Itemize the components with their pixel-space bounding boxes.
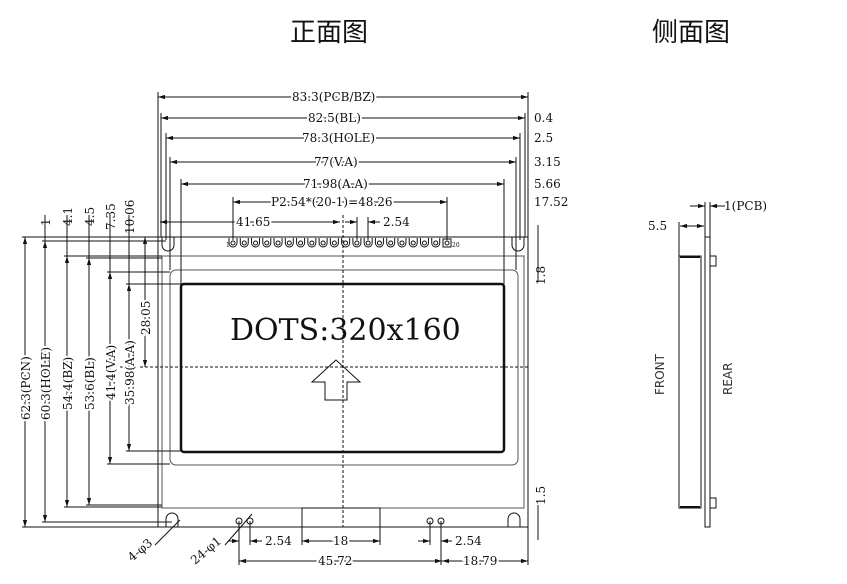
dim-offset: 41.65 [236,215,270,229]
pin-pad [228,238,238,248]
pin-pad [374,238,384,248]
dim-bz: 54.4(BZ) [61,357,75,410]
pin-pad [341,238,351,248]
dim-bl: 82.5(BL) [308,111,361,125]
front-label: FRONT [653,353,667,395]
front-view-title: 正面图 [290,18,369,48]
pin-pad [419,238,429,248]
pin-hole [230,240,236,246]
dim-offset-4-1: 4.1 [61,207,75,226]
dim-offset-10-06: 10.06 [123,200,137,234]
pin-pad [273,238,283,248]
pin-pad [262,238,272,248]
pin-pad [329,238,339,248]
pin-hole [298,240,304,246]
top-dimensions: 83.3(PCB/BZ) 82.5(BL) 78.3(HOLE) 77(V.A)… [157,88,568,540]
pin-hole [376,240,382,246]
dim-pin-holes: 24-φ1 [188,534,224,567]
dim-bl-v: 53.6(BL) [83,357,97,410]
mount-hole-icon [161,237,175,252]
side-view: 5.5 1(PCB) FRONT REAR [648,199,767,528]
pin-hole [444,240,450,246]
dim-right-0-4: 0.4 [534,111,553,125]
mount-hole-icon [507,512,521,527]
pin-hole [253,240,259,246]
connector-cutout [301,507,381,527]
pin-pad [296,238,306,248]
dim-center: 28.05 [139,301,153,335]
dim-hole: 78.3(HOLE) [302,131,375,145]
pin-pad [442,238,452,248]
dim-top-edge: 1.8 [534,266,548,285]
pin-hole [331,240,337,246]
mount-hole-icon [165,512,179,527]
bottom-dimensions: 4-φ3 24-φ1 2.54 18 45.72 2.54 18.79 [125,513,529,570]
pin-pad [307,238,317,248]
dim-hole-v: 60.3(HOLE) [39,347,53,420]
dim-bottom-edge: 1.5 [534,486,548,505]
pin-hole [241,240,247,246]
dim-offset-4-5: 4.5 [83,207,97,226]
pin-label-last: 20 [452,242,460,249]
pin-hole [343,240,349,246]
pin-hole [388,240,394,246]
dim-gap: 18 [333,534,348,548]
side-pcb-thickness: 1(PCB) [724,199,767,213]
left-dimensions: 62.3(PCN) 60.3(HOLE) 54.4(BZ) 53.6(BL) 4… [17,200,181,528]
pin-label-first: 1 [226,242,230,249]
pin-pad [239,238,249,248]
pin-row [228,238,452,248]
pin-hole [354,240,360,246]
pin-hole [320,240,326,246]
arrow-up-icon [310,359,362,401]
dim-va: 77(V.A) [314,155,358,169]
dim-aa: 71.98(A.A) [303,177,368,191]
side-thickness: 5.5 [648,219,667,233]
pin-pad [386,238,396,248]
dim-offset-1: 1 [39,218,53,226]
dim-va-v: 41.4(V.A) [104,345,118,400]
dim-right-2-5: 2.5 [534,131,553,145]
pin-hole [264,240,270,246]
pin-pad [318,238,328,248]
mount-hole-icon [511,237,525,252]
dim-right-offset: 18.79 [463,554,497,568]
pin-hole [275,240,281,246]
pin-hole [309,240,315,246]
pin-hole [286,240,292,246]
side-pcb [704,236,711,528]
pin-pad [251,238,261,248]
side-view-title: 侧面图 [652,18,731,48]
dim-offset-7-35: 7.35 [104,203,118,230]
pin-pad [397,238,407,248]
pin-pad [352,238,362,248]
side-front-panel [678,255,702,509]
pin-pad [431,238,441,248]
dim-right-17-52: 17.52 [534,195,568,209]
dim-pitch-left: 2.54 [265,534,292,548]
pin-pad [363,238,373,248]
pin-hole [365,240,371,246]
dim-pin-pitch: 2.54 [383,215,410,229]
dim-right-5-66: 5.66 [534,177,561,191]
pin-pad [408,238,418,248]
dim-aa-v: 35.98(A.A) [123,340,137,405]
pin-hole [421,240,427,246]
dim-span: 45.72 [318,554,352,568]
dim-pcb-bz: 83.3(PCB/BZ) [292,90,375,104]
dim-mount-holes: 4-φ3 [125,536,155,565]
dim-right-3-15: 3.15 [534,155,561,169]
display-text: DOTS:320x160 [230,313,461,348]
pin-pad [284,238,294,248]
dim-pitch: P2.54*(20-1)=48.26 [271,195,393,209]
dim-pitch-right: 2.54 [455,534,482,548]
pin-hole [433,240,439,246]
rear-label: REAR [721,363,735,395]
front-view: DOTS:320x160 1 20 [120,215,530,528]
dim-pcn: 62.3(PCN) [19,356,33,420]
pin-hole [410,240,416,246]
pin-hole [399,240,405,246]
